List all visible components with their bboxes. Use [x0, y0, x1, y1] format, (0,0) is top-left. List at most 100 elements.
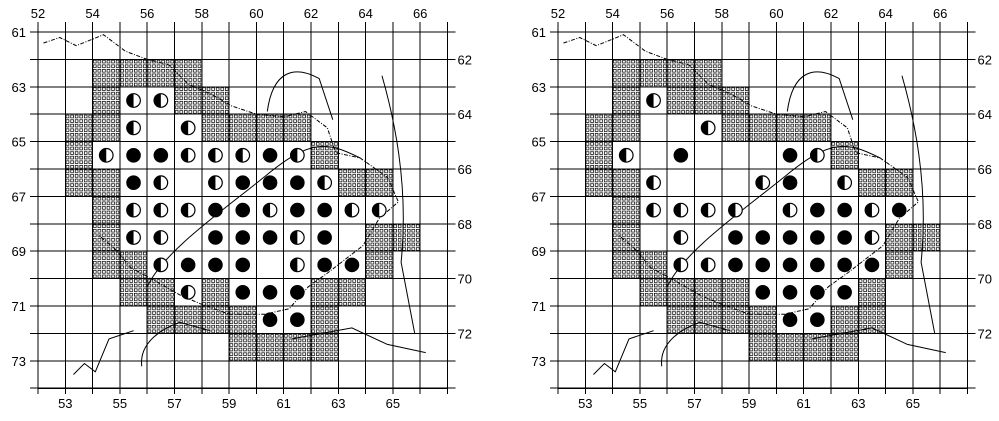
dotted-square-mark	[229, 114, 257, 142]
x-top-tick-label: 54	[85, 6, 99, 21]
half-circle-mark	[289, 147, 305, 163]
half-circle-mark	[180, 284, 196, 300]
full-circle-mark	[262, 230, 278, 245]
full-circle-mark	[837, 230, 852, 245]
dotted-square-mark	[338, 278, 366, 306]
x-bottom-tick-label: 57	[687, 396, 701, 411]
dotted-square-mark	[694, 59, 722, 87]
full-circle-mark	[782, 285, 798, 300]
dotted-square-mark	[885, 223, 913, 252]
half-circle-mark	[837, 175, 853, 191]
dotted-square-mark	[311, 333, 339, 361]
half-circle-mark	[235, 147, 251, 163]
dotted-square-mark	[831, 141, 859, 169]
dotted-square-mark	[612, 196, 640, 224]
dotted-square-mark	[858, 278, 886, 306]
x-bottom-tick-label: 57	[167, 396, 181, 411]
dotted-square-mark	[256, 114, 284, 142]
dotted-square-mark	[338, 169, 366, 197]
dotted-square-mark	[749, 333, 777, 361]
full-circle-mark	[290, 175, 305, 190]
x-bottom-tick-label: 65	[906, 396, 920, 411]
river-line	[786, 71, 854, 120]
dotted-square-mark	[694, 278, 722, 306]
full-circle-mark	[782, 257, 798, 273]
dotted-square-mark	[311, 141, 339, 169]
half-circle-mark	[673, 230, 689, 245]
full-circle-mark	[290, 202, 305, 218]
half-circle-mark	[153, 230, 169, 245]
full-circle-mark	[290, 285, 305, 300]
y-right-tick-label: 68	[978, 217, 992, 232]
dotted-square-mark	[667, 278, 695, 306]
x-top-tick-label: 58	[715, 6, 729, 21]
river-line	[266, 71, 334, 120]
dotted-square-mark	[65, 169, 93, 197]
dotted-squares	[585, 59, 941, 361]
river-line	[381, 75, 416, 334]
dotted-square-mark	[92, 86, 120, 115]
y-left-tick-label: 71	[532, 299, 546, 314]
y-left-tick-label: 69	[532, 244, 546, 259]
x-bottom-tick-label: 59	[742, 396, 756, 411]
dotted-square-mark	[585, 169, 613, 197]
river-line	[141, 321, 211, 367]
full-circle-mark	[728, 257, 743, 273]
dotted-square-mark	[721, 278, 750, 306]
half-circle-mark	[153, 257, 169, 273]
geography	[43, 34, 426, 375]
full-circle-mark	[891, 202, 907, 218]
dotted-square-mark	[585, 141, 613, 169]
x-bottom-tick-label: 55	[633, 396, 647, 411]
half-circle-mark	[180, 147, 196, 163]
dotted-square-mark	[119, 59, 148, 87]
full-circle-mark	[126, 148, 141, 163]
dotted-square-mark	[694, 306, 722, 334]
half-circle-mark	[755, 175, 771, 191]
full-circle-mark	[728, 230, 743, 245]
full-circle-mark	[864, 257, 880, 273]
x-bottom-tick-label: 59	[222, 396, 236, 411]
dotted-square-mark	[612, 169, 640, 197]
half-circle-mark	[646, 202, 661, 218]
dotted-square-mark	[174, 86, 202, 115]
x-bottom-tick-label: 61	[796, 396, 810, 411]
dotted-square-mark	[749, 306, 777, 334]
map-frame	[37, 31, 449, 389]
half-circle-mark	[864, 202, 880, 218]
x-top-tick-label: 62	[824, 6, 838, 21]
dotted-square-mark	[612, 86, 640, 115]
dotted-square-mark	[92, 114, 120, 142]
dotted-square-mark	[912, 223, 941, 252]
half-circle-mark	[98, 147, 114, 163]
y-left-tick-label: 67	[12, 189, 26, 204]
full-circle-mark	[755, 257, 771, 273]
full-circle-mark	[126, 175, 141, 190]
dotted-square-mark	[612, 223, 640, 252]
dotted-square-mark	[639, 278, 668, 306]
y-right-tick-label: 72	[458, 326, 472, 341]
half-circle-mark	[864, 230, 880, 245]
half-circle-mark	[289, 230, 305, 245]
dotted-square-mark	[92, 59, 120, 87]
dotted-square-mark	[201, 306, 230, 334]
x-top-tick-label: 66	[933, 6, 947, 21]
river-line	[661, 321, 731, 367]
x-bottom-tick-label: 63	[851, 396, 865, 411]
x-bottom-tick-label: 55	[113, 396, 127, 411]
half-circle-mark	[262, 202, 278, 218]
x-top-tick-label: 64	[878, 6, 892, 21]
dotted-square-mark	[65, 114, 93, 142]
y-right-tick-label: 72	[978, 326, 992, 341]
full-circle-mark	[235, 257, 251, 273]
full-circle-mark	[180, 257, 196, 273]
dotted-square-mark	[311, 278, 339, 306]
river-line	[291, 327, 426, 354]
half-circle-mark	[208, 175, 223, 191]
x-top-tick-label: 62	[304, 6, 318, 21]
dotted-square-mark	[694, 86, 722, 115]
